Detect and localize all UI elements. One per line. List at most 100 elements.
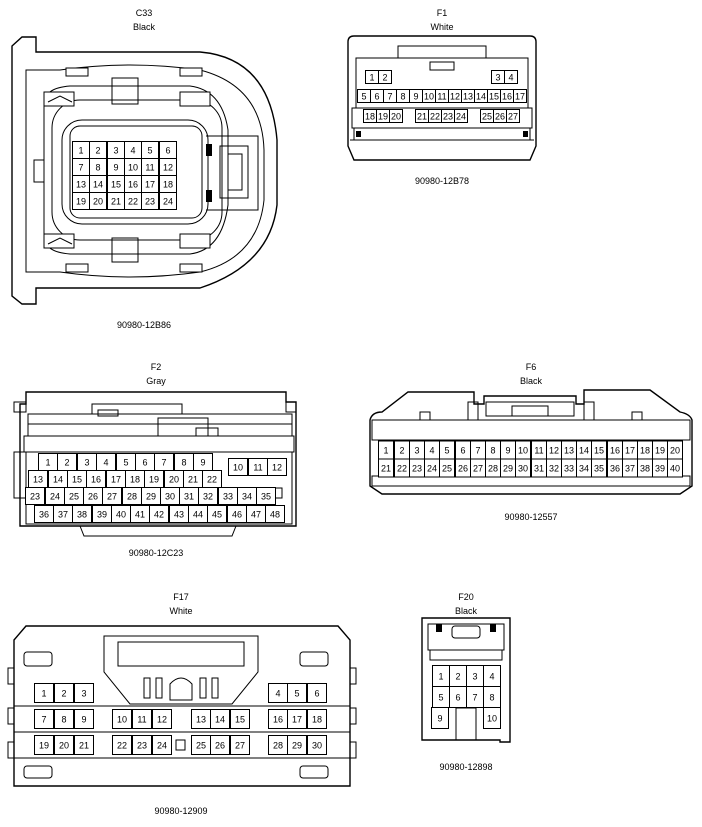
pin-number: 15 bbox=[489, 92, 499, 102]
pin-number: 37 bbox=[625, 464, 635, 474]
pin-number: 17 bbox=[292, 715, 302, 725]
pin-number: 15 bbox=[235, 715, 245, 725]
pin-number: 20 bbox=[93, 197, 103, 207]
pin-number: 20 bbox=[59, 741, 69, 751]
pin-number: 14 bbox=[476, 92, 486, 102]
pin-number: 3 bbox=[81, 689, 86, 699]
pin-number: 26 bbox=[495, 112, 505, 122]
pin-number: 2 bbox=[95, 146, 100, 156]
pin-cell bbox=[132, 709, 152, 729]
pin-number: 5 bbox=[444, 446, 449, 456]
pin-number: 16 bbox=[273, 715, 283, 725]
pin-number: 8 bbox=[490, 446, 495, 456]
pin-number: 37 bbox=[58, 510, 68, 520]
pin-number: 12 bbox=[272, 463, 282, 473]
pin-number: 13 bbox=[76, 180, 86, 190]
pin-number: 34 bbox=[242, 492, 252, 502]
pin-number: 3 bbox=[84, 458, 89, 468]
pin-number: 32 bbox=[203, 492, 213, 502]
pin-number: 30 bbox=[518, 464, 528, 474]
pin-number: 28 bbox=[273, 741, 283, 751]
pin-number: 27 bbox=[508, 112, 518, 122]
pin-number: 9 bbox=[113, 163, 118, 173]
pin-number: 17 bbox=[145, 180, 155, 190]
pin-cell bbox=[591, 458, 607, 478]
pin-cell bbox=[34, 683, 54, 703]
f6-color-label: Black bbox=[520, 376, 543, 386]
pin-number: 5 bbox=[147, 146, 152, 156]
pin-cell bbox=[439, 458, 455, 478]
pin-number: 21 bbox=[417, 112, 427, 122]
pin-number: 13 bbox=[196, 715, 206, 725]
pin-number: 5 bbox=[123, 458, 128, 468]
pin-number: 15 bbox=[111, 180, 121, 190]
pin-number: 31 bbox=[534, 464, 544, 474]
pin-number: 16 bbox=[610, 446, 620, 456]
pin-number: 19 bbox=[149, 475, 159, 485]
pin-number: 16 bbox=[91, 475, 101, 485]
pin-number: 28 bbox=[488, 464, 498, 474]
pin-number: 4 bbox=[275, 689, 280, 699]
pin-cell bbox=[307, 709, 327, 729]
pin-number: 20 bbox=[391, 112, 401, 122]
pin-cell bbox=[54, 735, 74, 755]
pin-number: 33 bbox=[223, 492, 233, 502]
pin-cell bbox=[287, 709, 307, 729]
f20-id-label: F20 bbox=[458, 592, 474, 602]
pin-cell bbox=[454, 109, 468, 123]
c33-id-label: C33 bbox=[136, 8, 153, 18]
pin-number: 1 bbox=[45, 458, 50, 468]
pin-number: 45 bbox=[212, 510, 222, 520]
pin-cell bbox=[515, 458, 531, 478]
pin-number: 48 bbox=[270, 510, 280, 520]
pin-number: 22 bbox=[207, 475, 217, 485]
pin-number: 6 bbox=[314, 689, 319, 699]
pin-number: 14 bbox=[93, 180, 103, 190]
pin-number: 30 bbox=[312, 741, 322, 751]
f20-part-number: 90980-12898 bbox=[439, 762, 492, 772]
pin-number: 3 bbox=[414, 446, 419, 456]
pin-number: 16 bbox=[128, 180, 138, 190]
pin-number: 23 bbox=[30, 492, 40, 502]
pin-number: 21 bbox=[381, 464, 391, 474]
pin-cell bbox=[287, 683, 307, 703]
pin-cell bbox=[72, 505, 92, 523]
pin-number: 41 bbox=[135, 510, 145, 520]
pin-number: 23 bbox=[145, 197, 155, 207]
pin-number: 26 bbox=[88, 492, 98, 502]
pin-number: 4 bbox=[508, 73, 513, 83]
pin-number: 1 bbox=[438, 672, 443, 682]
pin-number: 5 bbox=[294, 689, 299, 699]
pin-number: 11 bbox=[253, 463, 262, 473]
pin-number: 36 bbox=[610, 464, 620, 474]
pin-number: 20 bbox=[169, 475, 179, 485]
pin-number: 39 bbox=[97, 510, 107, 520]
pin-cell bbox=[287, 735, 307, 755]
pin-number: 24 bbox=[163, 197, 173, 207]
pin-cell bbox=[54, 709, 74, 729]
pin-number: 17 bbox=[625, 446, 635, 456]
pin-number: 20 bbox=[670, 446, 680, 456]
pin-number: 31 bbox=[184, 492, 194, 502]
pin-cell bbox=[34, 735, 54, 755]
pin-number: 18 bbox=[365, 112, 375, 122]
pin-number: 24 bbox=[157, 741, 167, 751]
pin-number: 15 bbox=[72, 475, 82, 485]
pin-cell bbox=[74, 735, 94, 755]
pin-number: 17 bbox=[515, 92, 525, 102]
pin-number: 23 bbox=[412, 464, 422, 474]
c33-housing bbox=[11, 36, 278, 305]
pin-number: 18 bbox=[130, 475, 140, 485]
pin-number: 12 bbox=[157, 715, 167, 725]
pin-number: 9 bbox=[200, 458, 205, 468]
pin-number: 7 bbox=[472, 693, 477, 703]
pin-number: 8 bbox=[95, 163, 100, 173]
pin-number: 2 bbox=[382, 73, 387, 83]
pin-number: 22 bbox=[397, 464, 407, 474]
pin-number: 9 bbox=[505, 446, 510, 456]
